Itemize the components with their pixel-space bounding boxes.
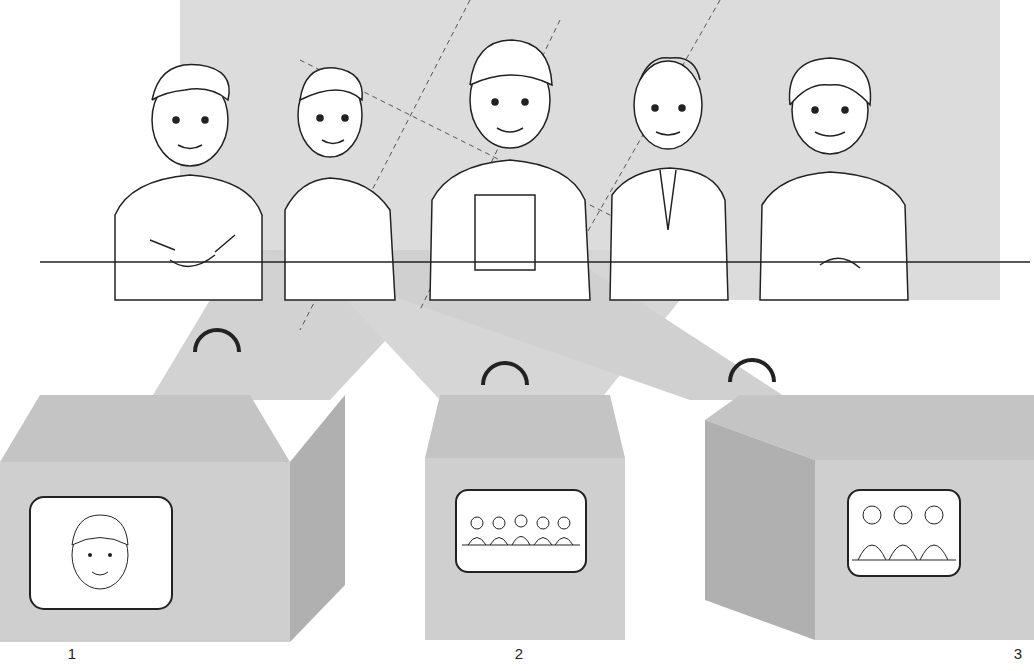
desk-edge (40, 261, 1030, 263)
camera-2 (425, 363, 625, 640)
callout-number: 1 (68, 645, 76, 662)
callout-number: 2 (515, 645, 523, 662)
camera-3 (705, 360, 1034, 640)
camera-1 (0, 330, 345, 642)
callout-number: 3 (1014, 645, 1022, 662)
panel-people (115, 40, 908, 300)
